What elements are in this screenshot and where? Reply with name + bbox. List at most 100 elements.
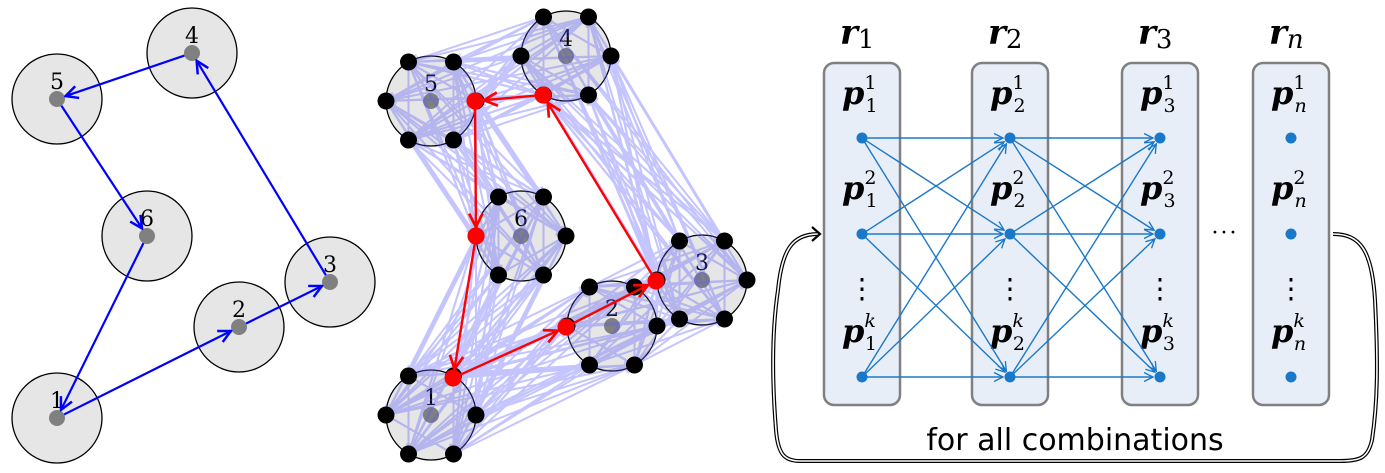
candidate-edge (386, 274, 545, 415)
candidate-edge (544, 17, 681, 242)
selected-point (467, 227, 485, 245)
selected-point (647, 272, 665, 290)
point-node (1285, 132, 1297, 144)
column-header: rn (1269, 13, 1304, 55)
intra-edge (656, 240, 726, 281)
candidate-edge (454, 62, 544, 96)
region-1: 1 (385, 369, 477, 461)
region-label: 3 (323, 253, 337, 278)
candidate-edge (407, 196, 545, 454)
sample-point (400, 53, 417, 71)
region-6: 6 (101, 190, 193, 282)
point-sup: k (1162, 310, 1174, 332)
candidate-edge (385, 235, 477, 415)
candidate-edge (521, 56, 726, 242)
vertical-dots: ⋮ (848, 272, 876, 305)
candidate-edge (385, 100, 476, 236)
selected-point (534, 86, 552, 104)
point-sub: 3 (1163, 190, 1175, 212)
candidate-edge (452, 287, 590, 455)
selected-point (557, 318, 575, 336)
sample-point (602, 47, 620, 65)
candidate-edge (543, 95, 726, 320)
region-center (184, 45, 200, 61)
candidate-edge (453, 365, 635, 378)
sample-point (648, 317, 666, 335)
intra-edge (542, 55, 612, 96)
sample-point (535, 8, 552, 26)
candidate-edge (407, 61, 477, 236)
candidate-edge (476, 196, 545, 415)
candidate-edge (452, 139, 544, 197)
intra-edge (542, 55, 612, 96)
point-node (1154, 132, 1166, 144)
candidate-edge (589, 17, 657, 282)
candidate-edge (521, 56, 748, 281)
column-header-base: r (1138, 13, 1158, 53)
intra-edge (497, 196, 567, 237)
candidate-edge (454, 196, 500, 376)
sample-point (626, 356, 643, 374)
candidate-edge (476, 196, 500, 415)
point-base: p (1140, 74, 1162, 112)
region-center (423, 407, 439, 423)
selected-edge (475, 108, 476, 227)
candidate-edge (589, 17, 681, 320)
sample-point (400, 445, 417, 463)
point-base: p (1271, 312, 1293, 350)
intra-edge (656, 279, 725, 320)
candidate-edge (408, 327, 567, 377)
intra-edge (475, 235, 544, 276)
candidate-edge (474, 100, 544, 197)
tour-edge (66, 54, 185, 97)
intra-edge (408, 414, 477, 455)
candidate-edge (452, 274, 545, 454)
candidate-edge (452, 139, 544, 275)
column-header-sub: n (1287, 25, 1304, 55)
sample-point (557, 227, 575, 245)
intra-edge (385, 100, 455, 141)
candidate-edge (589, 241, 725, 288)
combination-edge (865, 236, 1005, 372)
column-header-sub: 3 (1156, 25, 1173, 55)
candidate-edge (409, 55, 612, 62)
region-center (322, 274, 338, 290)
point-sup: 2 (864, 167, 876, 189)
candidate-edge (634, 318, 725, 366)
sample-point (535, 266, 552, 284)
candidate-edge (386, 235, 567, 415)
loop-caption: for all combinations (926, 423, 1223, 458)
candidate-edge (452, 61, 544, 197)
region-3: 3 (284, 236, 376, 328)
candidate-edge (656, 319, 725, 327)
sample-point (400, 367, 417, 385)
candidate-edge (565, 241, 680, 328)
intra-edge (385, 414, 454, 455)
candidate-edge (475, 326, 657, 416)
candidate-edge (409, 62, 544, 96)
candidate-edge (408, 326, 568, 377)
candidate-edge (386, 16, 544, 101)
intra-edge (408, 61, 477, 102)
region-2: 2 (566, 280, 658, 372)
column-header-sub: 1 (858, 25, 875, 55)
tour-edge (60, 105, 142, 229)
region-center (558, 48, 574, 64)
selected-point (444, 369, 462, 387)
candidate-edge (656, 241, 725, 327)
candidate-edge (589, 240, 680, 288)
candidate-edge (589, 95, 657, 282)
candidate-edge (544, 95, 748, 281)
candidate-edge (408, 365, 590, 378)
point-sub: 3 (1163, 333, 1175, 355)
sample-point (581, 278, 598, 296)
candidate-edge (408, 325, 658, 455)
intra-edge (475, 196, 545, 237)
candidate-edge (409, 274, 500, 376)
intra-edge (475, 196, 545, 237)
